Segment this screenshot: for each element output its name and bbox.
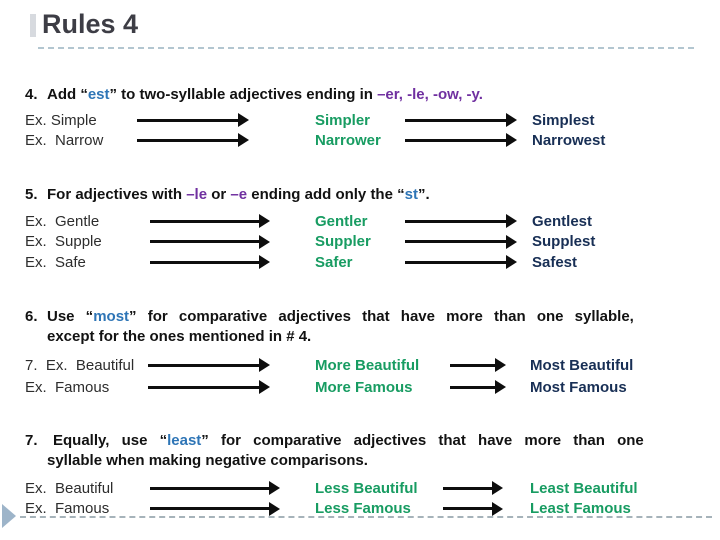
example-comparative: Gentler: [315, 212, 368, 230]
example-base: Ex. Narrow: [25, 131, 104, 149]
rule-6-examples: 7. Ex. Beautiful More Beautiful Most Bea…: [25, 354, 720, 398]
arrow-icon: [150, 501, 280, 516]
rule-number: 7.: [25, 432, 38, 449]
footer-divider: [20, 516, 712, 518]
example-superlative: Simplest: [532, 111, 595, 129]
page-title: Rules 4: [42, 9, 139, 39]
title-divider: [38, 47, 694, 49]
example-row: Ex. Famous Less Famous Least Famous: [25, 499, 720, 520]
example-base: Ex. Beautiful: [25, 479, 114, 497]
arrow-icon: [148, 358, 270, 372]
rule-5-examples: Ex. Gentle Gentler Gentlest Ex. Supple S…: [25, 211, 720, 273]
arrow-icon: [405, 113, 517, 127]
arrow-icon: [405, 234, 517, 249]
suffix-le: –le: [186, 186, 208, 203]
rule-7-heading: 7.Equally, use “least” for comparative a…: [25, 432, 644, 469]
title-accent-bar: [30, 14, 36, 37]
example-base: Ex. Safe: [25, 253, 86, 271]
rule-4-heading: 4.Add “est” to two-syllable adjectives e…: [25, 86, 483, 103]
rule-number: 6.: [25, 308, 38, 325]
example-row: Ex. Simple Simpler Simplest: [25, 110, 720, 130]
arrow-icon: [443, 501, 503, 516]
arrow-icon: [443, 481, 503, 496]
example-superlative: Gentlest: [532, 212, 593, 230]
example-row: Ex. Safe Safer Safest: [25, 252, 720, 273]
rule-number: 4.: [25, 86, 38, 103]
example-base: Ex. Famous: [25, 378, 110, 396]
example-base: Ex. Supple: [25, 233, 102, 251]
example-superlative: Supplest: [532, 233, 596, 251]
arrow-icon: [450, 358, 506, 372]
example-comparative: More Beautiful: [315, 356, 420, 374]
example-comparative: Safer: [315, 253, 353, 271]
keyword-est: est: [87, 86, 110, 103]
rule-7-examples: Ex. Beautiful Less Beautiful Least Beaut…: [25, 478, 720, 519]
keyword-st: st: [404, 186, 418, 203]
example-row: Ex. Famous More Famous Most Famous: [25, 376, 720, 398]
arrow-icon: [405, 133, 517, 147]
arrow-icon: [148, 380, 270, 394]
arrow-icon: [450, 380, 506, 394]
example-comparative: Less Famous: [315, 500, 411, 518]
arrow-icon: [150, 214, 270, 229]
example-comparative: Less Beautiful: [315, 479, 418, 497]
example-row: Ex. Narrow Narrower Narrowest: [25, 130, 720, 150]
suffix-list: –er, -le, -ow, -y.: [377, 86, 483, 103]
example-superlative: Narrowest: [532, 131, 606, 149]
suffix-e: –e: [230, 186, 248, 203]
arrow-icon: [137, 113, 249, 127]
example-base: Ex. Gentle: [25, 212, 100, 230]
slide-nav-triangle-icon: [2, 504, 16, 528]
rule-6-heading: 6.Use “most” for comparative adjectives …: [25, 308, 634, 345]
example-comparative: Simpler: [315, 111, 371, 129]
arrow-icon: [150, 481, 280, 496]
example-superlative: Least Famous: [530, 500, 631, 518]
example-superlative: Most Beautiful: [530, 356, 634, 374]
example-superlative: Most Famous: [530, 378, 627, 396]
example-base: Ex. Famous: [25, 500, 110, 518]
arrow-icon: [150, 255, 270, 270]
example-comparative: Narrower: [315, 131, 381, 149]
keyword-least: least: [167, 432, 202, 449]
arrow-icon: [150, 234, 270, 249]
example-row: Ex. Supple Suppler Supplest: [25, 232, 720, 253]
arrow-icon: [405, 255, 517, 270]
example-base: Ex. Simple: [25, 111, 97, 129]
example-row: Ex. Gentle Gentler Gentlest: [25, 211, 720, 232]
example-superlative: Safest: [532, 253, 578, 271]
arrow-icon: [405, 214, 517, 229]
example-row: 7. Ex. Beautiful More Beautiful Most Bea…: [25, 354, 720, 376]
example-row: Ex. Beautiful Less Beautiful Least Beaut…: [25, 478, 720, 499]
keyword-most: most: [93, 308, 130, 325]
rule-4-examples: Ex. Simple Simpler Simplest Ex. Narrow N…: [25, 110, 720, 150]
example-comparative: Suppler: [315, 233, 371, 251]
rule-number: 5.: [25, 186, 38, 203]
example-comparative: More Famous: [315, 378, 413, 396]
arrow-icon: [137, 133, 249, 147]
example-base: 7. Ex. Beautiful: [25, 356, 135, 374]
example-superlative: Least Beautiful: [530, 479, 638, 497]
rule-5-heading: 5.For adjectives with –le or –e ending a…: [25, 186, 430, 203]
